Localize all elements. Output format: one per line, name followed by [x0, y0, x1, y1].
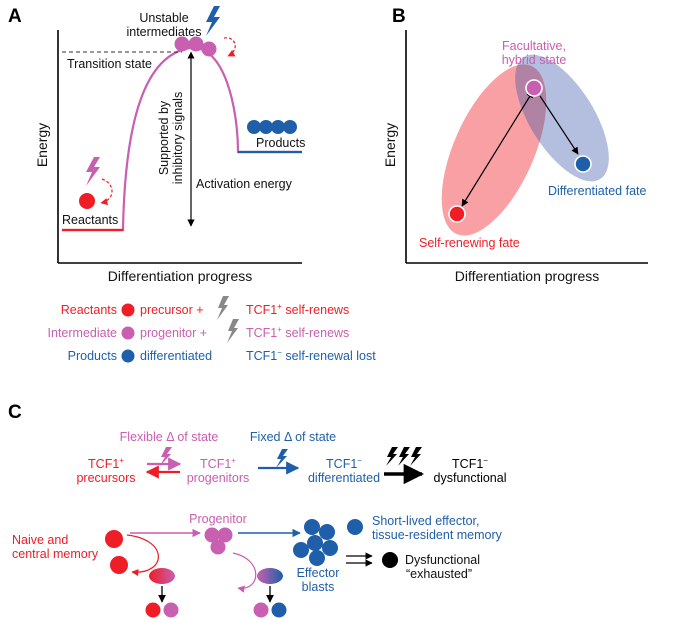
transition-state-label: Transition state — [67, 57, 152, 71]
stage-dysfunctional-line2: dysfunctional — [434, 471, 507, 485]
self-renewing-fate-label: Self-renewing fate — [419, 236, 520, 250]
panel-a: A Energy Differentiation progress Transi… — [8, 6, 305, 284]
progenitor-renew-arrow — [232, 552, 257, 593]
legend-label: Products — [68, 349, 117, 363]
naive-line2: central memory — [12, 547, 99, 561]
daughter-cell-pink — [253, 602, 269, 618]
unstable-label: Unstable — [139, 11, 188, 25]
facultative-line1: Facultative, — [502, 39, 566, 53]
intermediates-label: intermediates — [126, 25, 201, 39]
legend-label: Intermediate — [48, 326, 118, 340]
stage-precursors-line2: precursors — [76, 471, 135, 485]
daughter-cell-pink — [163, 602, 179, 618]
hybrid-state-cell — [525, 79, 543, 97]
lightning-icon — [160, 447, 172, 466]
reactant-cell — [79, 193, 95, 209]
reversible-arrow — [461, 90, 534, 207]
stage-differentiated-line2: differentiated — [308, 471, 380, 485]
panel-a-x-label: Differentiation progress — [108, 268, 252, 284]
dividing-cell — [149, 568, 175, 584]
legend-desc: progenitor + — [140, 326, 207, 340]
fixed-state-label: Fixed Δ of state — [250, 430, 336, 444]
naive-line1: Naive and — [12, 533, 68, 547]
legend-row-reactants: Reactants precursor + TCF1+ self-renews — [61, 296, 349, 320]
legend-tcf: TCF1− self-renewal lost — [246, 348, 376, 363]
lightning-icon — [398, 447, 410, 466]
stage-progenitors-line2: progenitors — [187, 471, 250, 485]
panel-a-y-label: Energy — [34, 123, 50, 167]
panel-a-letter: A — [8, 6, 22, 27]
naive-cell-renewed — [110, 556, 128, 574]
lightning-icon — [276, 449, 288, 468]
product-cells — [247, 120, 297, 134]
supported-line1: Supported by — [157, 100, 171, 175]
stage-dysfunctional-line1: TCF1− — [452, 456, 488, 471]
self-renewing-cell — [448, 205, 466, 223]
facultative-line2: hybrid state — [502, 53, 567, 67]
short-lived-line2: tissue-resident memory — [372, 528, 503, 542]
lightning-icon — [217, 296, 229, 320]
progenitor-label: Progenitor — [189, 512, 247, 526]
reactants-label: Reactants — [62, 213, 118, 227]
panel-b-y-label: Energy — [382, 123, 398, 167]
reactant-renew-arrow — [100, 178, 113, 206]
daughter-cell-red — [145, 602, 161, 618]
panel-c-letter: C — [8, 402, 22, 423]
lightning-icon — [86, 157, 100, 186]
effector-blasts — [293, 519, 338, 566]
lightning-icon — [386, 447, 398, 466]
memory-cell — [347, 519, 363, 535]
supported-line2: inhibitory signals — [171, 92, 185, 184]
legend-desc: differentiated — [140, 349, 212, 363]
legend-dot — [121, 326, 135, 340]
intermediate-cells — [174, 36, 217, 57]
differentiation-arrow — [539, 95, 579, 155]
panel-b: B Energy Differentiation progress Facult… — [382, 6, 648, 284]
legend-tcf: TCF1+ self-renews — [246, 325, 349, 340]
lightning-icon — [410, 447, 422, 466]
exhausted-label: “exhausted” — [406, 567, 472, 581]
legend-label: Reactants — [61, 303, 117, 317]
effector-line1: Effector — [297, 566, 340, 580]
flexible-state-label: Flexible Δ of state — [120, 430, 219, 444]
products-label: Products — [256, 136, 305, 150]
differentiated-fate-label: Differentiated fate — [548, 184, 646, 198]
daughter-cell-blue — [271, 602, 287, 618]
dividing-cell — [257, 568, 283, 584]
exhausted-cell — [382, 552, 398, 568]
naive-cell — [105, 530, 123, 548]
legend-dot — [121, 303, 135, 317]
intermediate-renew-arrow — [223, 37, 236, 57]
legend-dot — [121, 349, 135, 363]
lightning-icon — [206, 6, 220, 36]
progenitor-cells — [204, 527, 233, 555]
stage-differentiated-line1: TCF1− — [326, 456, 362, 471]
short-lived-line1: Short-lived effector, — [372, 514, 479, 528]
naive-renew-arrow — [126, 534, 159, 577]
legend: Reactants precursor + TCF1+ self-renews … — [48, 296, 377, 363]
legend-tcf: TCF1+ self-renews — [246, 302, 349, 317]
stage-progenitors-line1: TCF1+ — [200, 456, 236, 471]
effector-line2: blasts — [302, 580, 335, 594]
legend-row-intermediate: Intermediate progenitor + TCF1+ self-ren… — [48, 319, 349, 343]
legend-row-products: Products differentiated TCF1− self-renew… — [68, 348, 377, 363]
legend-desc: precursor + — [140, 303, 204, 317]
panel-c: C Flexible Δ of state Fixed Δ of state T… — [8, 402, 506, 618]
panel-b-letter: B — [392, 6, 406, 27]
stage-precursors-line1: TCF1+ — [88, 456, 124, 471]
panel-b-x-label: Differentiation progress — [455, 268, 599, 284]
lightning-icon — [227, 319, 239, 343]
lightning-icons-group — [386, 447, 422, 466]
differentiated-cell — [574, 155, 592, 173]
activation-energy-label: Activation energy — [196, 177, 293, 191]
dysfunctional-label: Dysfunctional — [405, 553, 480, 567]
